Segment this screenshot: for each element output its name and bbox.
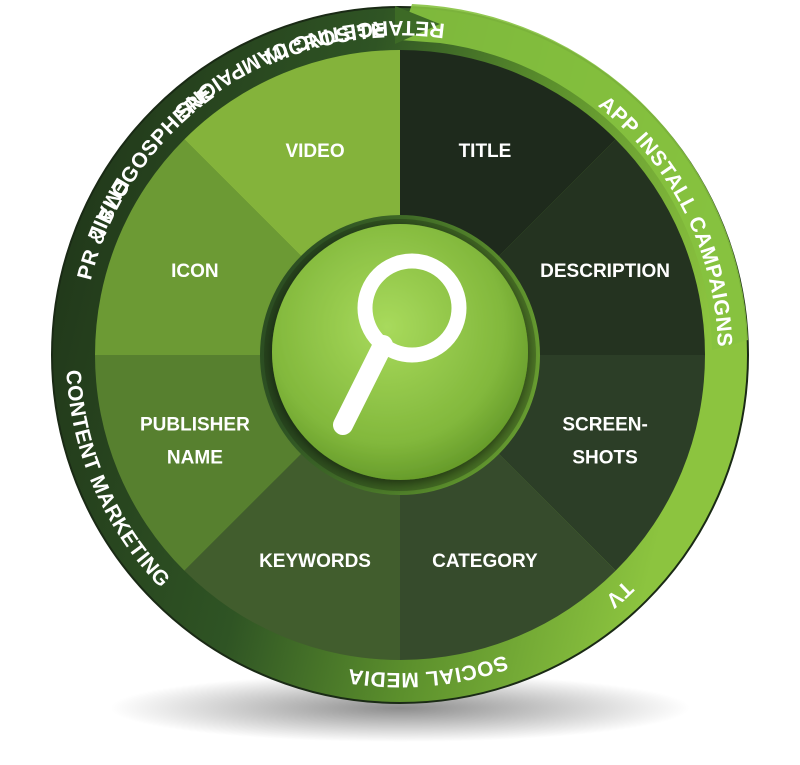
magnifying-glass-icon [333, 253, 467, 435]
segment-description [498, 139, 705, 355]
ring-highlight-arrow [400, 4, 748, 350]
outer-ring-edge [51, 6, 749, 704]
segment-label-keywords: KEYWORDS [259, 551, 371, 572]
segment-label-title: TITLE [459, 141, 512, 162]
segment-group [94, 50, 705, 660]
drop-shadow [110, 674, 690, 742]
segment-label-description: DESCRIPTION [540, 261, 670, 282]
segment-label-category: CATEGORY [432, 551, 538, 572]
segment-labels: TITLE DESCRIPTION SCREEN-SHOTS CATEGORY KEYW… [140, 141, 670, 572]
segment-category [400, 453, 616, 660]
segment-icon [95, 139, 302, 355]
segment-title [400, 50, 616, 257]
ring-arrow-tip-icon [395, 6, 440, 44]
segment-publisher-name [94, 355, 302, 571]
segment-label-screenshots: SCREEN-SHOTS [562, 414, 648, 468]
segment-video [184, 50, 400, 257]
segment-label-video: VIDEO [285, 141, 344, 162]
segment-keywords [184, 453, 400, 660]
segment-screenshots [498, 355, 705, 571]
segment-label-icon: ICON [171, 261, 219, 282]
